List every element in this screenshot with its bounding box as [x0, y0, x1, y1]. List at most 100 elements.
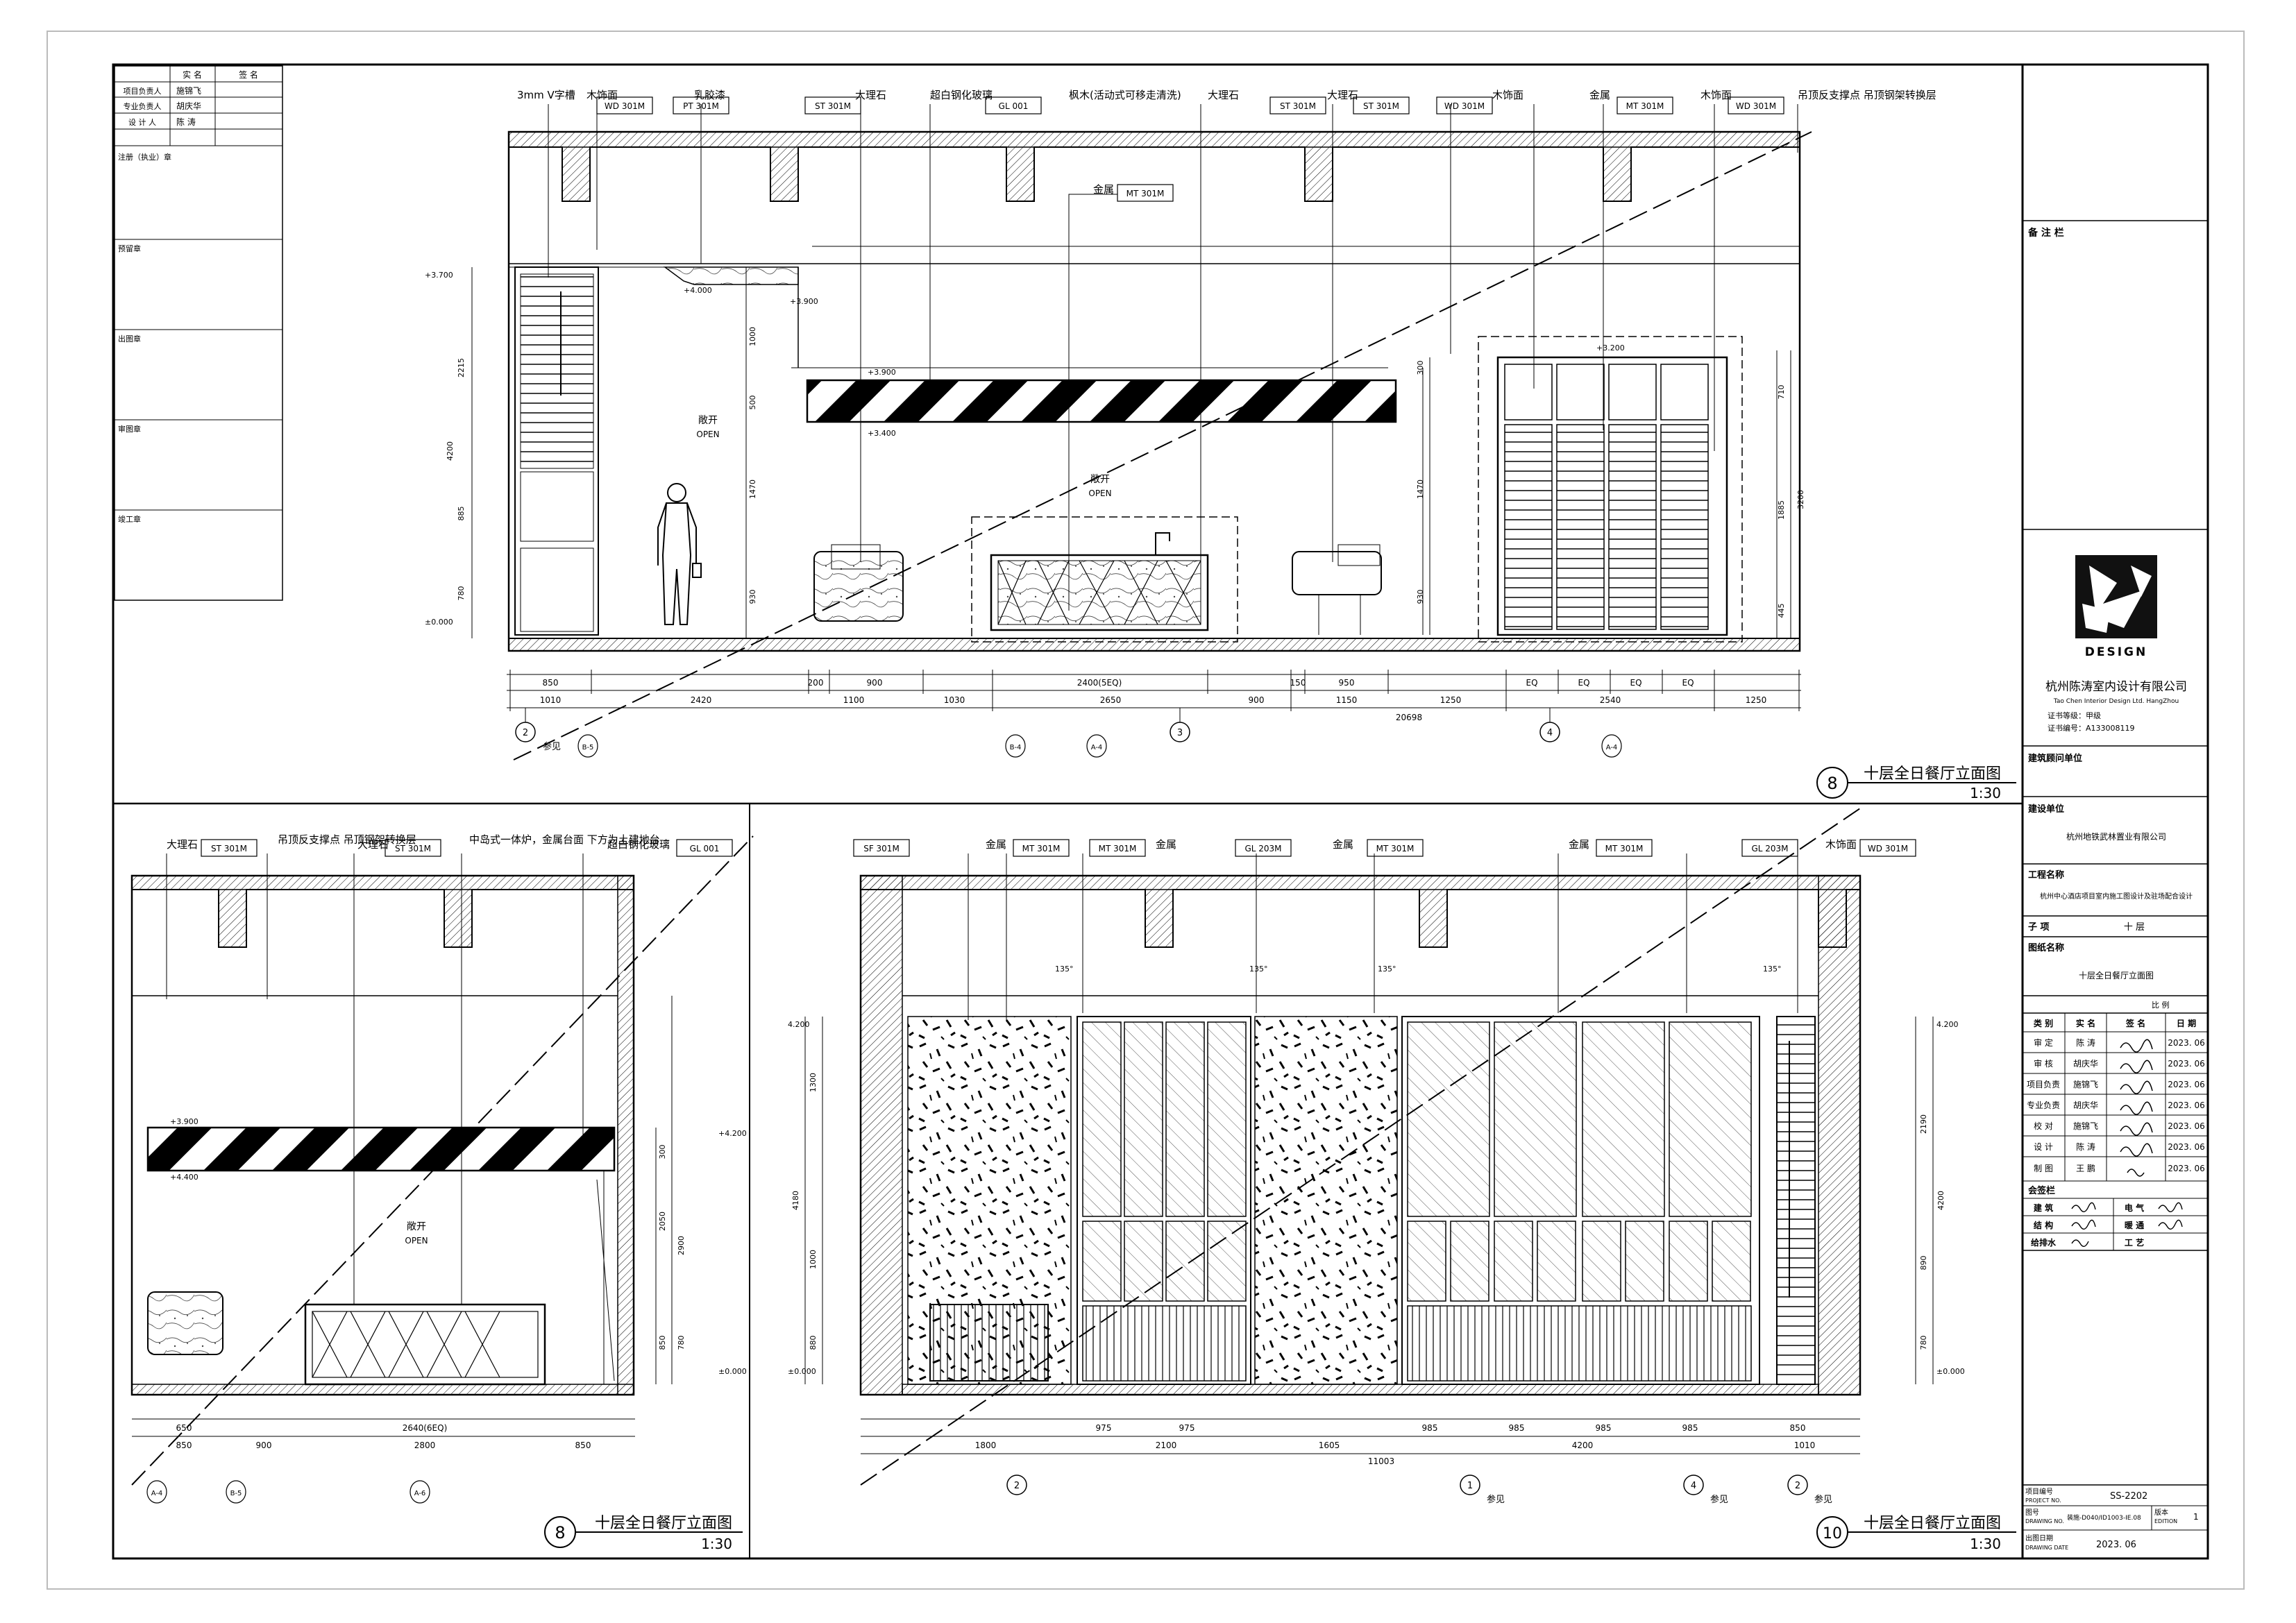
scale-label: 比 例 [2152, 1000, 2170, 1010]
material-code: WD 301M [1444, 101, 1485, 111]
dim: EQ [1630, 678, 1641, 688]
material-code: MT 301M [1376, 844, 1415, 853]
level-mark: 4.200 [1936, 1020, 1959, 1029]
open-label: 敞开 [1090, 474, 1110, 485]
callout-text: 金属 [1333, 838, 1353, 851]
dim: 1470 [1416, 479, 1425, 499]
callout-text: 大理石 [855, 89, 886, 101]
dim: 1300 [809, 1073, 818, 1092]
sign-cat: 校 对 [2034, 1121, 2053, 1131]
material-code: ST 301M [211, 844, 247, 853]
sign-name: 陈 涛 [2076, 1141, 2095, 1152]
dim: 900 [1249, 695, 1265, 705]
dim: 200 [808, 678, 824, 688]
sign-cat: 专业负责 [2027, 1100, 2060, 1110]
grid-label: B-5 [230, 1490, 242, 1497]
sign-header: 实 名 [2076, 1018, 2095, 1028]
level-mark: ±0.000 [718, 1367, 747, 1376]
drawing-scale: 1:30 [701, 1536, 732, 1552]
notes-label: 备 注 栏 [2027, 227, 2064, 239]
dim: EQ [1682, 678, 1694, 688]
sign-role: 设 计 人 [128, 118, 156, 127]
dim: 150 [1290, 678, 1306, 688]
sign-name: 施锦飞 [176, 86, 201, 96]
dim: 2190 [1919, 1114, 1928, 1134]
dim: 4200 [446, 441, 455, 461]
material-code: MT 301M [1126, 189, 1165, 198]
sign-cat: 审 定 [2034, 1037, 2053, 1048]
material-code: ST 301M [395, 844, 431, 853]
callout-text: 木饰面 [1492, 89, 1523, 101]
dim: 2215 [457, 358, 466, 377]
date-label: 出图日期 [2025, 1533, 2053, 1543]
material-code: MT 301M [1605, 844, 1644, 853]
sign-name: 施锦飞 [2073, 1080, 2098, 1089]
cert-no: 证书编号：A133008119 [2048, 723, 2135, 733]
dim: 1030 [944, 695, 965, 705]
dim: 880 [809, 1336, 818, 1350]
company-name: 杭州陈涛室内设计有限公司 [2045, 680, 2187, 694]
open-label: 敞开 [698, 415, 718, 426]
dim: 1250 [1440, 695, 1462, 705]
dim: 985 [1596, 1423, 1612, 1433]
client-label: 建设单位 [2028, 804, 2064, 815]
sign-cat: 项目负责 [2027, 1080, 2060, 1089]
drawing-date: 2023. 06 [2096, 1540, 2136, 1550]
sign-date: 2023. 06 [2168, 1121, 2204, 1131]
marker-ref: 参见 [1487, 1494, 1505, 1505]
edition: 1 [2193, 1512, 2199, 1522]
section-marker: 2 [523, 728, 528, 738]
dim: 850 [658, 1336, 667, 1350]
dim: 1010 [1794, 1441, 1816, 1450]
dim: 4180 [791, 1191, 800, 1210]
sign-name: 陈 涛 [176, 117, 196, 127]
level-mark: 4.200 [788, 1020, 810, 1029]
level-mark: +3.400 [868, 429, 896, 438]
section-marker: 4 [1691, 1481, 1696, 1491]
callout-text: 超白钢化玻璃 [607, 838, 670, 851]
callout-text: 大理石 [1208, 89, 1239, 101]
total-dim: 11003 [1368, 1456, 1394, 1466]
project-no-label: 项目编号 [2025, 1487, 2053, 1496]
company-logo: DESIGN [2075, 555, 2157, 659]
stamp-label: 审图章 [118, 424, 141, 434]
sign-date: 2023. 06 [2168, 1080, 2204, 1089]
sign-header-sign: 签 名 [239, 69, 258, 80]
countersign-item: 建 筑 [2033, 1203, 2053, 1213]
level-mark: +4.200 [718, 1129, 747, 1138]
dim: 900 [256, 1441, 272, 1450]
dim: 500 [748, 396, 757, 410]
edition-label: 版本 [2154, 1508, 2168, 1517]
drawing-no-en: DRAWING NO. [2025, 1518, 2064, 1524]
dim: 1010 [540, 695, 562, 705]
sign-role: 专业负责人 [124, 101, 162, 111]
dim: 850 [575, 1441, 591, 1450]
dim: 650 [176, 1423, 192, 1433]
date-en: DRAWING DATE [2025, 1545, 2068, 1551]
callout-text: 吊顶反支撑点 吊顶钢架转换层 [278, 833, 416, 846]
callout-text: 超白钢化玻璃 [930, 89, 993, 101]
angle-label: 135° [1055, 965, 1074, 974]
dim: 930 [748, 590, 757, 604]
sign-date: 2023. 06 [2168, 1059, 2204, 1069]
marker-ref: 参见 [543, 741, 561, 752]
dim: 2650 [1100, 695, 1122, 705]
sign-header: 签 名 [2125, 1018, 2145, 1028]
dim: 1000 [809, 1250, 818, 1269]
sign-date: 2023. 06 [2168, 1164, 2204, 1173]
callout-text: 木饰面 [1700, 89, 1732, 101]
sign-name: 施锦飞 [2073, 1121, 2098, 1131]
angle-label: 135° [1763, 965, 1782, 974]
elevation-right: 金属 金属 金属 金属 木饰面 SF 301M MT 301M MT 301M … [788, 808, 2016, 1552]
grid-label: A-6 [414, 1490, 426, 1497]
section-marker: 2 [1014, 1481, 1020, 1491]
dim: 3200 [1796, 490, 1805, 509]
elevation-left: 大理石 吊顶反支撑点 吊顶钢架转换层 大理石 中岛式一体炉，金属台面 下方为土建… [130, 833, 754, 1552]
level-mark: +3.700 [425, 271, 453, 280]
section-marker: 4 [1547, 728, 1553, 738]
section-marker: 1 [1467, 1481, 1473, 1491]
sign-name: 胡庆华 [176, 101, 201, 111]
section-marker: 3 [1177, 728, 1183, 738]
drawing-number: 8 [1827, 774, 1837, 793]
project-no: SS-2202 [2110, 1491, 2147, 1502]
